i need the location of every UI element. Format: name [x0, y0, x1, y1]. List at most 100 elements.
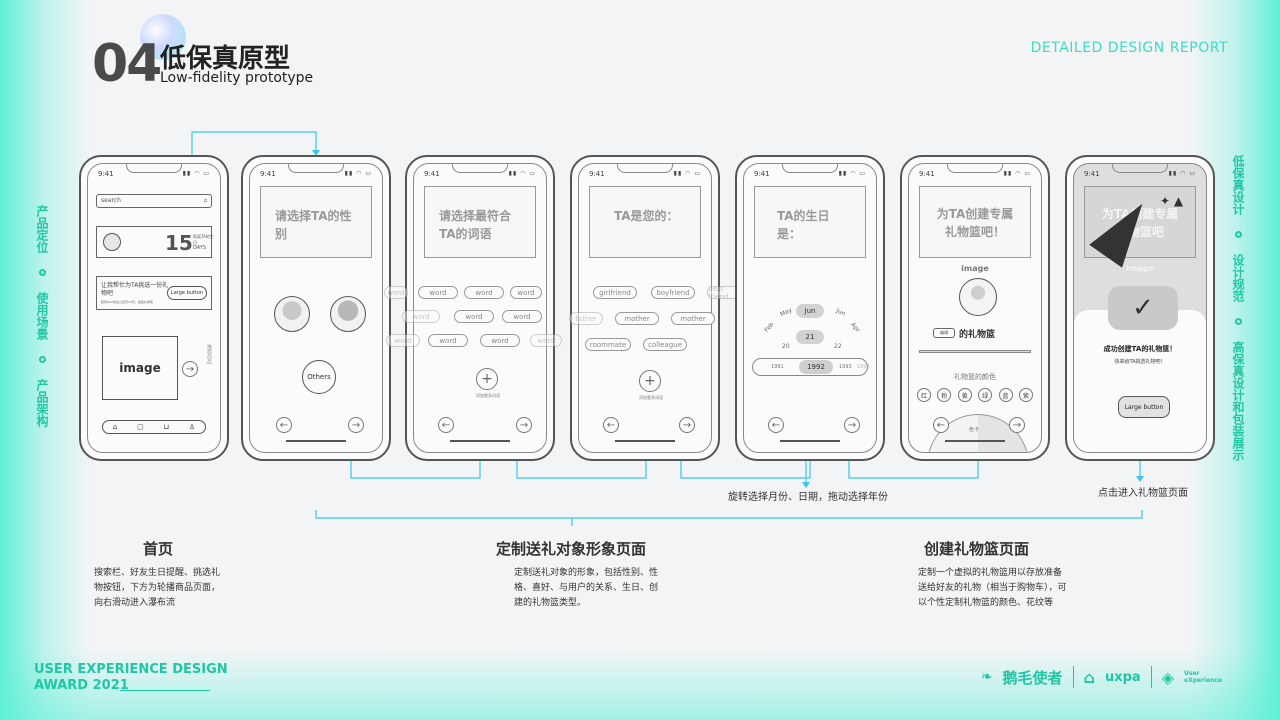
- right-nav-item-hifi[interactable]: 高保真设计和包装展示: [1231, 341, 1245, 461]
- gift-pick-card: 让我帮忙为TA挑选一份礼物吧 距离Dan的生日还有15天，挑选礼物吧 Large…: [96, 276, 212, 310]
- add-relation-icon[interactable]: +: [639, 370, 661, 392]
- section-number: 04: [92, 34, 162, 94]
- left-nav-item-positioning[interactable]: 产品定位: [35, 205, 49, 253]
- relation-chip-boyfriend[interactable]: boyfriend: [651, 286, 695, 299]
- color-chip-yellow[interactable]: 黄: [957, 388, 972, 402]
- birthday-reminder-card[interactable]: 15 距离TA的生日 DAYS: [96, 226, 214, 258]
- section-title-basket: 创建礼物篮页面: [924, 540, 1030, 558]
- message-icon[interactable]: ▢: [137, 423, 144, 431]
- word-chip[interactable]: word: [402, 310, 440, 323]
- word-chip[interactable]: word: [454, 310, 494, 323]
- relation-chip-father[interactable]: father: [569, 312, 603, 325]
- word-chip[interactable]: word: [418, 286, 458, 299]
- word-chip[interactable]: word: [386, 334, 420, 347]
- day-option[interactable]: 22: [834, 343, 842, 350]
- month-option[interactable]: Jun: [834, 307, 847, 318]
- year-selected[interactable]: 1992: [799, 360, 833, 374]
- gift-text: 让我帮忙为TA挑选一份礼物吧: [101, 282, 169, 297]
- side-text: 推荐商品: [206, 344, 212, 364]
- word-chip[interactable]: word: [428, 334, 468, 347]
- home-icon[interactable]: ⌂: [112, 423, 118, 431]
- basket-hint: 点击进入礼物篮页面: [1098, 488, 1188, 499]
- relation-chip-roommate[interactable]: roommate: [585, 338, 631, 351]
- avatar-icon: [103, 233, 121, 251]
- color-chip-purple[interactable]: 紫: [1018, 388, 1033, 402]
- left-nav: 产品定位 使用场景 产品架构: [34, 205, 50, 427]
- year-option[interactable]: 1993: [839, 364, 852, 370]
- relation-chip-mother[interactable]: mother: [615, 312, 659, 325]
- profile-icon[interactable]: ♙: [188, 423, 196, 431]
- others-button[interactable]: Others: [302, 360, 336, 394]
- next-arrow-icon[interactable]: →: [516, 417, 532, 433]
- home-indicator: [945, 440, 1005, 442]
- female-avatar-icon[interactable]: [330, 296, 366, 332]
- next-arrow-icon[interactable]: →: [844, 417, 860, 433]
- color-chip-red[interactable]: 红: [917, 388, 931, 402]
- left-nav-item-architecture[interactable]: 产品架构: [35, 379, 49, 427]
- day-selected[interactable]: 21: [796, 330, 824, 344]
- phone-screen: 9:41 ▮▮ ◠ ▭ search ⌕ 15 距离TA的生日 DAYS 让我帮…: [87, 163, 221, 453]
- word-chip[interactable]: word: [502, 310, 542, 323]
- color-options: 红 粉 黄 绿 蓝 紫: [917, 388, 1033, 402]
- relation-chip-girlfriend[interactable]: girlfriend: [593, 286, 637, 299]
- status-time: 9:41: [1084, 170, 1100, 178]
- question-box: 为TA创建专属礼物篮吧！: [919, 186, 1031, 258]
- large-button[interactable]: Large button: [1118, 396, 1170, 418]
- word-chip[interactable]: word: [510, 286, 542, 299]
- logo-text-2: uxpa: [1104, 669, 1141, 685]
- status-time: 9:41: [919, 170, 935, 178]
- image-carousel[interactable]: image: [102, 336, 178, 400]
- word-chip[interactable]: word: [530, 334, 562, 347]
- back-arrow-icon[interactable]: ←: [603, 417, 619, 433]
- left-nav-item-scenario[interactable]: 使用场景: [35, 292, 49, 340]
- basket-avatar-icon[interactable]: [959, 278, 997, 316]
- year-slider[interactable]: 1991 1992 1993 1994: [752, 358, 870, 376]
- bottom-tabbar: ⌂ ▢ ⊔ ♙: [102, 420, 206, 434]
- word-chip[interactable]: word: [464, 286, 504, 299]
- ux-logo-icon: ◈: [1161, 667, 1174, 687]
- question-box: TA的生日是：: [754, 186, 866, 258]
- right-nav-item-lofi[interactable]: 低保真设计: [1231, 155, 1245, 215]
- search-bar[interactable]: search ⌕: [96, 194, 212, 208]
- search-icon[interactable]: ⌕: [203, 196, 208, 205]
- next-arrow-icon[interactable]: →: [348, 417, 364, 433]
- month-option[interactable]: May: [779, 306, 794, 319]
- section-desc-basket: 定制一个虚拟的礼物篮用以存放准备送给好友的礼物（相当于购物车），可以个性定制礼物…: [918, 568, 1067, 608]
- color-chip-blue[interactable]: 蓝: [998, 388, 1013, 402]
- back-arrow-icon[interactable]: ←: [438, 417, 454, 433]
- phone-notch: [452, 164, 508, 173]
- cart-icon[interactable]: ⊔: [163, 423, 169, 431]
- arrow-right-icon[interactable]: →: [182, 361, 198, 377]
- color-chip-pink[interactable]: 粉: [937, 388, 952, 402]
- back-arrow-icon[interactable]: ←: [933, 417, 949, 433]
- edit-name-button[interactable]: 编辑: [933, 328, 955, 338]
- day-option[interactable]: 20: [782, 343, 790, 350]
- next-arrow-icon[interactable]: →: [1009, 417, 1025, 433]
- word-chip[interactable]: word: [384, 286, 408, 299]
- phone-basket: 9:41 ▮▮ ◠ ▭ 为TA创建专属礼物篮吧！ image 编辑 的礼物篮 礼…: [900, 155, 1050, 461]
- next-arrow-icon[interactable]: →: [679, 417, 695, 433]
- year-option[interactable]: 1994: [857, 364, 870, 370]
- month-selected[interactable]: Jun: [796, 304, 824, 318]
- signal-icon: ▮▮ ◠ ▭: [838, 170, 866, 177]
- bottom-gradient: [0, 650, 1280, 720]
- question-box: 为TA创建专属礼物篮吧: [1084, 186, 1196, 258]
- back-arrow-icon[interactable]: ←: [768, 417, 784, 433]
- word-chip[interactable]: word: [480, 334, 520, 347]
- search-input[interactable]: search: [101, 197, 121, 204]
- right-nav-item-spec[interactable]: 设计规范: [1231, 254, 1245, 302]
- relation-chip-colleague[interactable]: colleague: [643, 338, 687, 351]
- month-option[interactable]: Apr: [849, 321, 862, 334]
- phone-screen: 9:41 ▮▮ ◠ ▭ 请选择TA的性别 Others ← →: [249, 163, 383, 453]
- phone-screen: 9:41 ▮▮ ◠ ▭ 请选择最符合TA的词语 word word word w…: [384, 163, 562, 453]
- male-avatar-icon[interactable]: [274, 296, 310, 332]
- add-word-icon[interactable]: +: [476, 368, 498, 390]
- large-button[interactable]: Large button: [167, 286, 207, 300]
- month-option[interactable]: Feb: [763, 321, 776, 334]
- color-chip-green[interactable]: 绿: [978, 388, 993, 402]
- relation-chip-mother-2[interactable]: mother: [671, 312, 715, 325]
- relation-chip-best-friend[interactable]: best friend: [707, 285, 743, 301]
- phone-notch: [947, 164, 1003, 173]
- year-option[interactable]: 1991: [771, 364, 784, 370]
- back-arrow-icon[interactable]: ←: [276, 417, 292, 433]
